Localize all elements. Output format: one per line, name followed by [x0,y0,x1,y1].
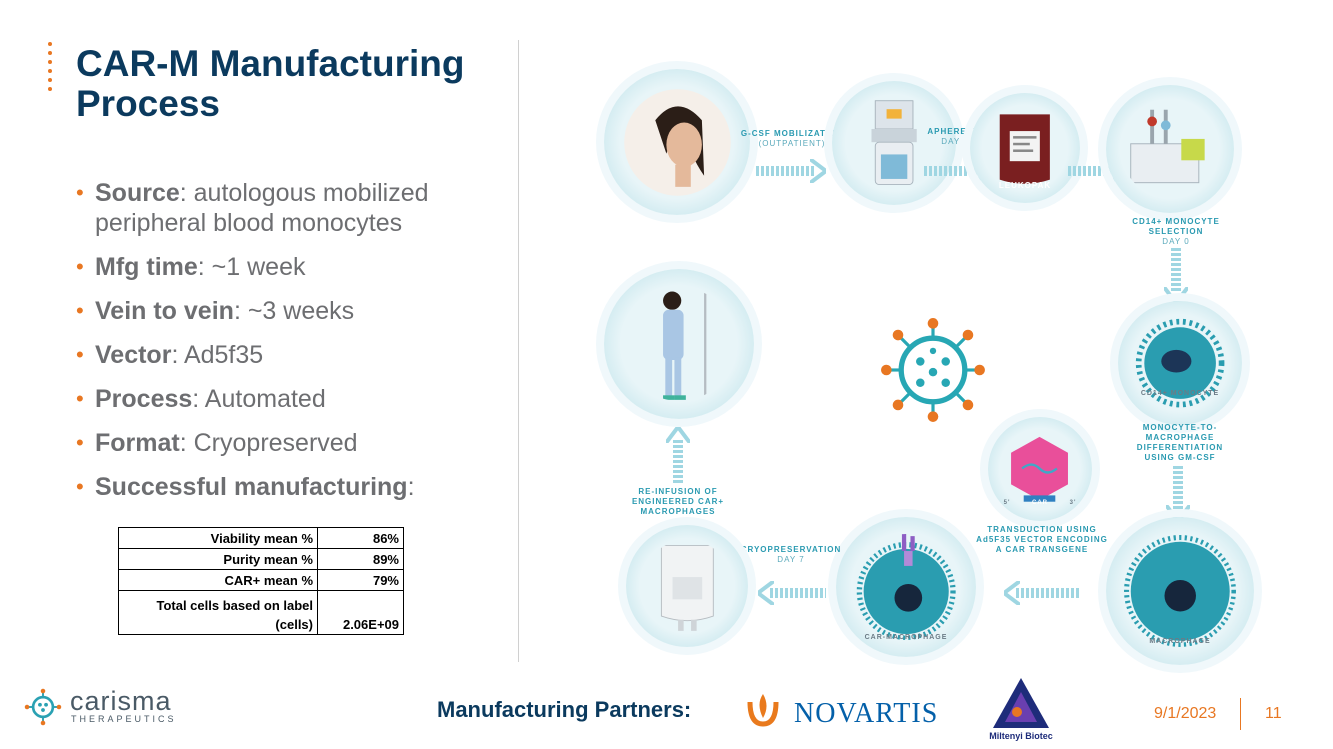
carisma-logo: carisma THERAPEUTICS [24,686,194,726]
label-cryopreservation: CRYOPRESERVATION DAY 7 [740,545,842,564]
leukopak-circle: LEUKOPAK [970,93,1080,203]
label-car-macrophage: CAR-MACROPHAGE [864,634,948,641]
page-number: 11 [1265,705,1282,722]
bullet-list: Source: autologous mobilized peripheral … [76,178,496,516]
label-apheresis: APHERESIS DAY 0 [927,127,983,146]
logo-wordmark: carisma [70,686,172,716]
bullet-format: Format: Cryopreserved [76,428,496,458]
arrow-up-icon [666,427,690,483]
apheresis-machine-circle [832,81,956,205]
viral-vector-icon [1011,437,1069,503]
process-diagram: G-CSF MOBILIZATION (OUTPATIENT) APHERESI… [590,55,1280,670]
label-line-1: Total cells based on label [156,598,313,613]
miltenyi-logo: Miltenyi Biotec [985,678,1057,744]
arrow-down-icon [1164,247,1188,303]
manufacturing-stats-table: Viability mean % 86% Purity mean % 89% C… [118,527,404,635]
arrow-down-icon [1166,465,1190,521]
patient-circle [604,69,750,215]
column-divider [518,40,519,662]
label-five-prime: 5' [1003,500,1011,506]
manufacturing-partners-label: Manufacturing Partners: [437,697,692,722]
cell-sorter-icon [1130,110,1206,184]
apheresis-machine-icon [871,100,917,185]
bullet-mfg-time: Mfg time: ~1 week [76,252,496,282]
label-gcsf: G-CSF MOBILIZATION (OUTPATIENT) [740,129,844,148]
logo-tagline: THERAPEUTICS [71,714,177,724]
label-cd14-monocyte: CD14+ MONOCYTE [1140,390,1220,397]
table-row: CAR+ mean % 79% [118,569,404,591]
novartis-logo: NOVARTIS [746,690,956,730]
miltenyi-wordmark: Miltenyi Biotec [989,731,1053,741]
reinfusion-patient-circle [604,269,754,419]
carisma-logo-icon [24,688,62,726]
table-cell-value: 79% [317,569,404,591]
cd14-monocyte-circle: CD14+ MONOCYTE [1118,301,1242,425]
page-number-divider [1240,698,1241,730]
table-cell-label: Viability mean % [118,527,318,549]
table-row: Viability mean % 86% [118,527,404,549]
patient-face-icon [623,88,731,196]
table-cell-value: 86% [317,527,404,549]
bullet-successful-manufacturing: Successful manufacturing: [76,472,496,502]
arrow-left-icon [758,581,826,605]
miltenyi-triangle-icon [993,678,1049,728]
label-macrophage: MACROPHAGE [1149,638,1211,645]
central-cell-icon [881,318,985,422]
car-macrophage-cell-icon [856,533,956,641]
bullet-vein-to-vein: Vein to vein: ~3 weeks [76,296,496,326]
car-macrophage-circle: CAR-MACROPHAGE [836,517,976,657]
label-differentiation: MONOCYTE-TO-MACROPHAGE DIFFERENTIATION U… [1136,423,1224,462]
label-leukopak: LEUKOPAK [998,181,1052,190]
bullet-source: Source: autologous mobilized peripheral … [76,178,496,238]
arrow-left-icon [1004,581,1080,605]
iv-bag-icon [660,544,714,631]
monocyte-cell-icon [1135,318,1225,408]
macrophage-cell-icon [1123,534,1237,648]
table-row: Total cells based on label (cells) 2.06E… [118,590,404,635]
table-cell-value: 2.06E+09 [317,590,404,635]
label-three-prime: 3' [1069,500,1077,506]
cd14-selection-circle [1106,85,1234,213]
arrow-right-icon [756,159,826,183]
blood-bag-icon [999,114,1051,184]
table-cell-value: 89% [317,548,404,570]
label-reinfusion: RE-INFUSION OF ENGINEERED CAR+ MACROPHAG… [631,487,725,516]
novartis-flame-icon [747,694,779,727]
label-car-tag: CAR [1032,500,1048,506]
slide-title: CAR-M Manufacturing Process [76,43,465,124]
patient-iv-icon [663,287,707,401]
bullet-process: Process: Automated [76,384,496,414]
table-cell-label: CAR+ mean % [118,569,318,591]
label-cd14-selection: CD14+ MONOCYTE SELECTION DAY 0 [1132,217,1220,246]
label-line-2: (cells) [275,617,313,632]
vector-circle: CAR 5' 3' [988,417,1092,521]
decorative-dots [48,42,54,96]
iv-bag-circle [626,525,748,647]
table-row: Purity mean % 89% [118,548,404,570]
novartis-wordmark: NOVARTIS [794,698,939,729]
bullet-vector: Vector: Ad5f35 [76,340,496,370]
table-cell-label: Purity mean % [118,548,318,570]
macrophage-circle: MACROPHAGE [1106,517,1254,665]
label-transduction: TRANSDUCTION USING Ad5F35 VECTOR ENCODIN… [976,525,1108,554]
slide-date: 9/1/2023 [1154,705,1217,722]
table-cell-label: Total cells based on label (cells) [118,590,318,635]
